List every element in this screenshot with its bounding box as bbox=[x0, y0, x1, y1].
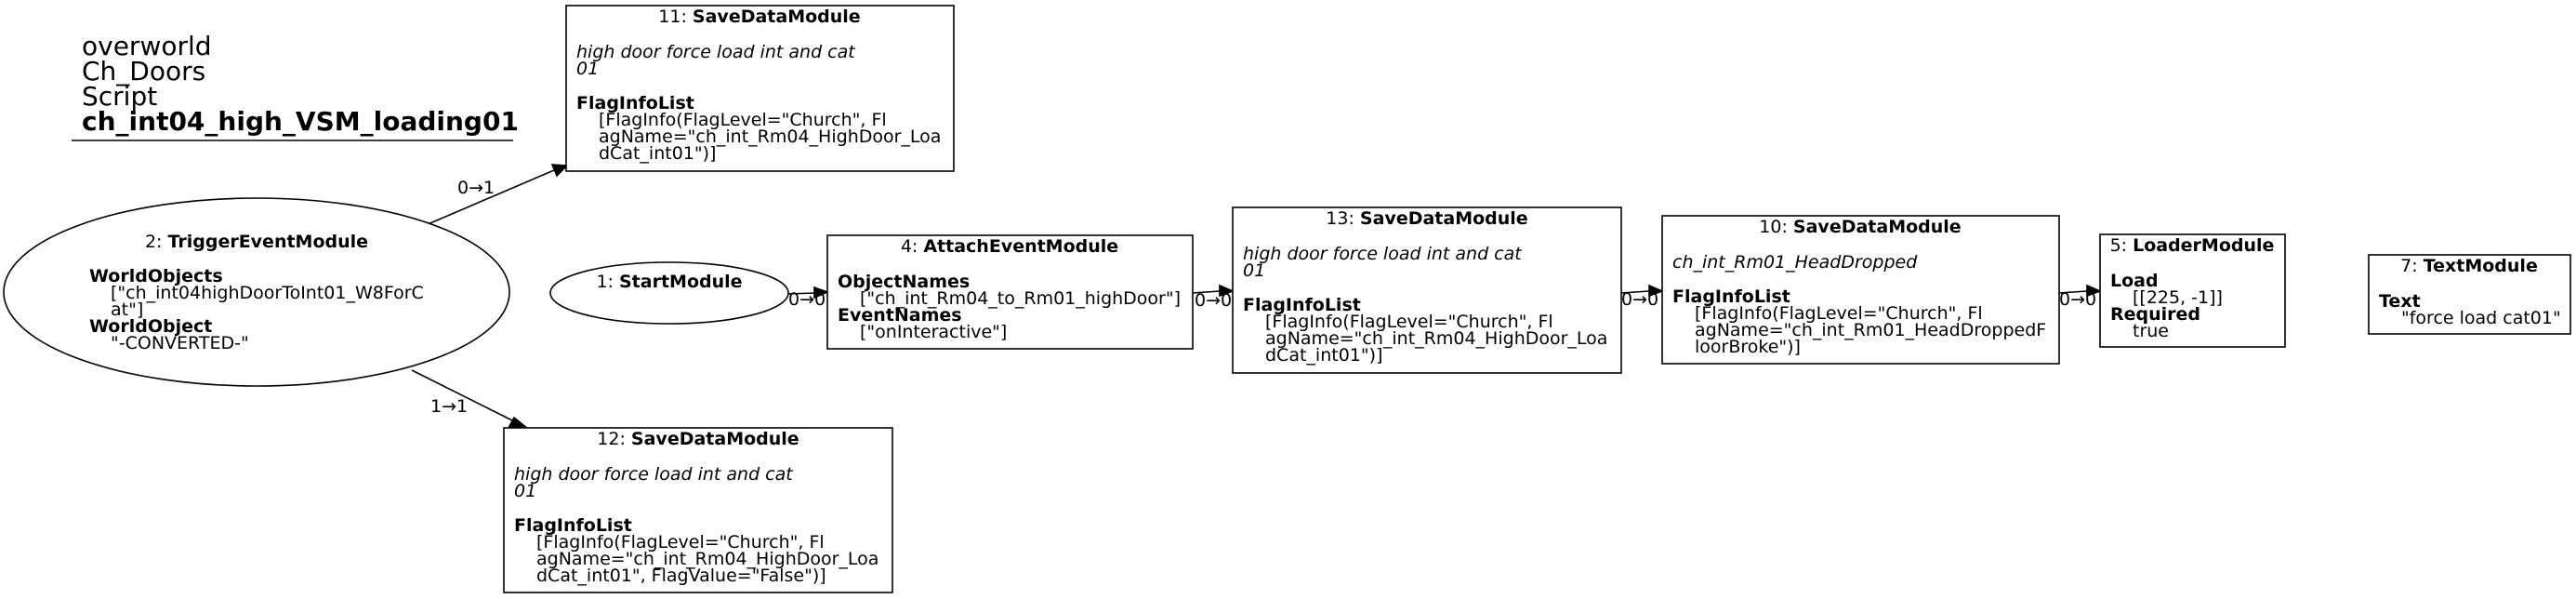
node-desc: high door force load int and cat bbox=[576, 42, 856, 62]
edge-2-to-12[interactable]: 1→1 bbox=[411, 369, 531, 430]
edge-label: 0→0 bbox=[1621, 289, 1658, 310]
field-value: true bbox=[2133, 321, 2169, 341]
node-header: 7: TextModule bbox=[2400, 256, 2538, 276]
field-value: agName="ch_int_Rm04_HighDoor_Loa bbox=[599, 126, 941, 147]
node-box bbox=[1232, 206, 1622, 374]
node-13-save-data-module[interactable]: 13: SaveDataModule high door force load … bbox=[1232, 206, 1622, 374]
field-value: agName="ch_int_Rm04_HighDoor_Loa bbox=[1265, 328, 1607, 349]
edge-4-to-13[interactable]: 0→0 bbox=[1192, 284, 1235, 311]
edge-label: 0→0 bbox=[1195, 290, 1232, 311]
edge-line bbox=[1192, 290, 1221, 294]
edge-line bbox=[425, 169, 555, 226]
edge-13-to-10[interactable]: 0→0 bbox=[1620, 284, 1665, 310]
title-line-3: Script bbox=[82, 81, 157, 112]
node-box bbox=[503, 427, 893, 593]
node-header: 12: SaveDataModule bbox=[597, 429, 799, 449]
field-value: agName="ch_int_Rm04_HighDoor_Loa bbox=[536, 549, 878, 569]
node-1-start-module[interactable]: 1: StartModule bbox=[549, 261, 789, 325]
node-2-trigger-event-module[interactable]: 2: TriggerEventModule WorldObjects ["ch_… bbox=[3, 197, 510, 387]
edge-line bbox=[2058, 290, 2088, 294]
field-value: [FlagInfo(FlagLevel="Church", Fl bbox=[599, 110, 887, 130]
title-line-2: Ch_Doors bbox=[82, 56, 205, 87]
field-value: loorBroke")] bbox=[1695, 337, 1801, 357]
node-4-attach-event-module[interactable]: 4: AttachEventModule ObjectNames ["ch_in… bbox=[826, 234, 1194, 350]
node-desc: high door force load int and cat bbox=[1243, 244, 1523, 264]
field-value: "force load cat01" bbox=[2401, 308, 2561, 328]
node-11-save-data-module[interactable]: 11: SaveDataModule high door force load … bbox=[565, 5, 955, 172]
field-value: "-CONVERTED-" bbox=[111, 333, 249, 353]
node-desc: 01 bbox=[576, 59, 599, 79]
field-name: WorldObjects bbox=[89, 266, 223, 286]
field-name: EventNames bbox=[838, 305, 962, 326]
edge-label: 0→1 bbox=[457, 178, 495, 198]
title-line-1: overworld bbox=[82, 31, 212, 61]
node-desc: ch_int_Rm01_HeadDropped bbox=[1672, 252, 1918, 273]
node-box bbox=[2368, 254, 2571, 335]
edge-1-to-4[interactable]: 0→0 bbox=[787, 286, 830, 310]
edge-2-to-11[interactable]: 0→1 bbox=[425, 164, 569, 226]
field-value: [FlagInfo(FlagLevel="Church", Fl bbox=[536, 532, 825, 552]
node-desc: 01 bbox=[514, 481, 536, 501]
edge-line bbox=[1620, 290, 1650, 294]
arrowhead bbox=[813, 286, 830, 300]
edge-label: 0→0 bbox=[788, 289, 826, 310]
field-value: dCat_int01")] bbox=[599, 143, 716, 164]
edge-label: 0→0 bbox=[2059, 289, 2096, 310]
field-value: [FlagInfo(FlagLevel="Church", Fl bbox=[1695, 303, 1983, 324]
edge-label: 1→1 bbox=[430, 396, 468, 417]
node-box bbox=[2099, 233, 2286, 348]
arrowhead bbox=[1219, 284, 1235, 298]
field-value: [FlagInfo(FlagLevel="Church", Fl bbox=[1265, 312, 1553, 332]
node-header: 1: StartModule bbox=[596, 272, 742, 292]
field-value: ["ch_int_Rm04_to_Rm01_highDoor"] bbox=[860, 288, 1181, 309]
node-desc: high door force load int and cat bbox=[514, 464, 794, 485]
field-value: ["onInteractive"] bbox=[860, 322, 1007, 342]
arrowhead bbox=[1648, 284, 1665, 298]
node-header: 10: SaveDataModule bbox=[1759, 217, 1961, 237]
field-value: dCat_int01", FlagValue="False")] bbox=[536, 566, 826, 586]
field-name: Text bbox=[2379, 291, 2421, 312]
node-box bbox=[565, 5, 955, 172]
node-header: 2: TriggerEventModule bbox=[145, 232, 368, 252]
edges: 0→1 1→1 0→0 0→0 0→0 0→0 bbox=[411, 164, 2103, 430]
node-7-text-module[interactable]: 7: TextModule Text "force load cat01" bbox=[2368, 254, 2571, 335]
node-header: 11: SaveDataModule bbox=[658, 7, 860, 27]
field-value: at"] bbox=[111, 300, 143, 320]
field-name: FlagInfoList bbox=[1672, 286, 1790, 307]
node-header: 4: AttachEventModule bbox=[901, 236, 1118, 257]
field-name: FlagInfoList bbox=[576, 93, 694, 113]
title-bold-line: ch_int04_high_VSM_loading01 bbox=[82, 106, 519, 137]
field-value: [[225, -1]] bbox=[2133, 287, 2223, 308]
field-value: ["ch_int04highDoorToInt01_W8ForC bbox=[111, 283, 424, 303]
node-5-loader-module[interactable]: 5: LoaderModule Load [[225, -1]] Require… bbox=[2099, 233, 2286, 348]
field-name: Load bbox=[2110, 271, 2159, 291]
field-value: dCat_int01")] bbox=[1265, 345, 1382, 366]
field-name: FlagInfoList bbox=[514, 515, 632, 536]
field-name: FlagInfoList bbox=[1243, 295, 1361, 315]
field-value: agName="ch_int_Rm01_HeadDroppedF bbox=[1695, 320, 2046, 340]
field-name: WorldObject bbox=[89, 316, 212, 337]
edge-10-to-5[interactable]: 0→0 bbox=[2058, 284, 2103, 310]
node-header: 13: SaveDataModule bbox=[1326, 208, 1527, 229]
arrowhead bbox=[2086, 284, 2103, 298]
node-desc: 01 bbox=[1243, 260, 1265, 281]
edge-line bbox=[411, 369, 517, 423]
field-name: ObjectNames bbox=[838, 272, 970, 292]
arrowhead bbox=[550, 164, 569, 178]
node-ellipse bbox=[3, 197, 510, 387]
node-box bbox=[826, 234, 1194, 350]
field-name: Required bbox=[2110, 304, 2200, 325]
node-10-save-data-module[interactable]: 10: SaveDataModule ch_int_Rm01_HeadDropp… bbox=[1661, 215, 2060, 365]
node-box bbox=[1661, 215, 2060, 365]
node-12-save-data-module[interactable]: 12: SaveDataModule high door force load … bbox=[503, 427, 893, 593]
node-ellipse bbox=[549, 261, 789, 325]
node-header: 5: LoaderModule bbox=[2110, 235, 2275, 256]
edge-line bbox=[787, 292, 815, 295]
graph-title: overworld Ch_Doors Script ch_int04_high_… bbox=[72, 31, 519, 141]
